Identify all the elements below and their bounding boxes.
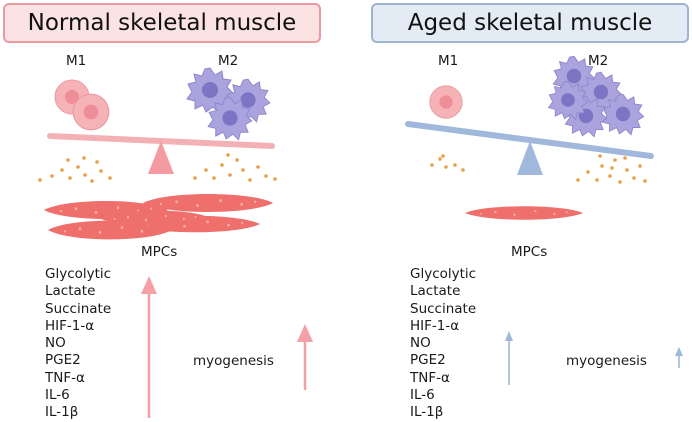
m1-macrophage-icon [429, 85, 463, 119]
title-normal: Normal skeletal muscle [3, 3, 321, 43]
marker-item: Lactate [45, 283, 96, 300]
myogenesis-label-normal: myogenesis [193, 353, 274, 369]
marker-list-aged: Glycolytic Lactate Succinate HIF-1-α NO … [410, 266, 476, 422]
marker-item: PGE2 [410, 352, 446, 369]
marker-item: IL-6 [410, 387, 435, 404]
muscle-fiber-icon [465, 206, 583, 220]
marker-item: IL-1β [45, 404, 79, 421]
cytokine-dots-icon [38, 153, 277, 183]
marker-item: HIF-1-α [45, 317, 95, 334]
m2-macrophage-icon [186, 67, 271, 141]
marker-item: IL-1β [410, 404, 444, 421]
m2-label-aged: M2 [588, 53, 609, 69]
marker-item: TNF-α [410, 369, 450, 386]
marker-item: Glycolytic [410, 266, 477, 282]
balance-scale-icon [405, 121, 654, 175]
mpc-label-normal: MPCs [141, 244, 178, 260]
marker-item: NO [410, 335, 431, 352]
myogenesis-label-aged: myogenesis [566, 353, 647, 369]
balance-scale-icon [47, 133, 275, 174]
m1-macrophage-icon [54, 79, 110, 131]
marker-item: Glycolytic [45, 266, 112, 282]
cytokine-dots-icon [430, 154, 647, 184]
up-arrow-icon [505, 331, 513, 385]
m1-label-normal: M1 [66, 53, 87, 69]
up-arrow-icon [675, 347, 683, 368]
marker-item: Succinate [410, 300, 477, 317]
marker-item: TNF-α [45, 369, 85, 386]
title-aged: Aged skeletal muscle [371, 3, 689, 43]
up-arrow-icon [141, 276, 157, 418]
mpc-label-aged: MPCs [511, 244, 548, 260]
marker-item: Succinate [45, 300, 112, 317]
marker-item: PGE2 [45, 352, 81, 369]
up-arrow-icon [297, 324, 313, 390]
marker-item: IL-6 [45, 387, 70, 404]
marker-item: Lactate [410, 283, 461, 300]
marker-list-normal: Glycolytic Lactate Succinate HIF-1-α NO … [45, 266, 111, 422]
marker-item: HIF-1-α [410, 317, 460, 334]
marker-item: NO [45, 335, 66, 352]
m1-label-aged: M1 [438, 53, 459, 69]
muscle-fiber-icon [44, 194, 274, 240]
m2-label-normal: M2 [218, 53, 239, 69]
